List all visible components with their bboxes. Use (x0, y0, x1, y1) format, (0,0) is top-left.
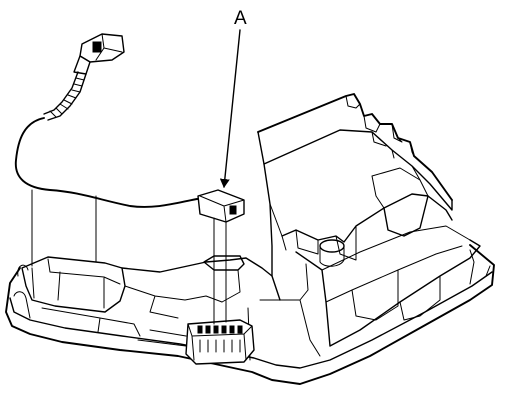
callout-label-a: A (234, 8, 247, 29)
callout-a: A (219, 8, 247, 188)
sensor-harness (14, 33, 245, 223)
mounting-boss (319, 239, 345, 253)
housing-floor (121, 257, 281, 301)
projection-lines (31, 189, 227, 325)
wall-notches (345, 95, 415, 157)
back-wall (257, 93, 453, 201)
plug-latch (92, 41, 102, 53)
harness-wire (14, 117, 205, 208)
socket-pins (197, 325, 243, 353)
left-tray (21, 256, 126, 313)
internal-ramp (295, 239, 481, 347)
housing (5, 93, 495, 385)
connector-socket (185, 319, 255, 365)
inline-connector-a (197, 189, 245, 223)
callout-leader-a (219, 29, 241, 188)
housing-base-outline (5, 244, 495, 385)
inner-partition (281, 193, 429, 243)
harness-plug (79, 33, 125, 63)
centre-tab (203, 255, 245, 271)
